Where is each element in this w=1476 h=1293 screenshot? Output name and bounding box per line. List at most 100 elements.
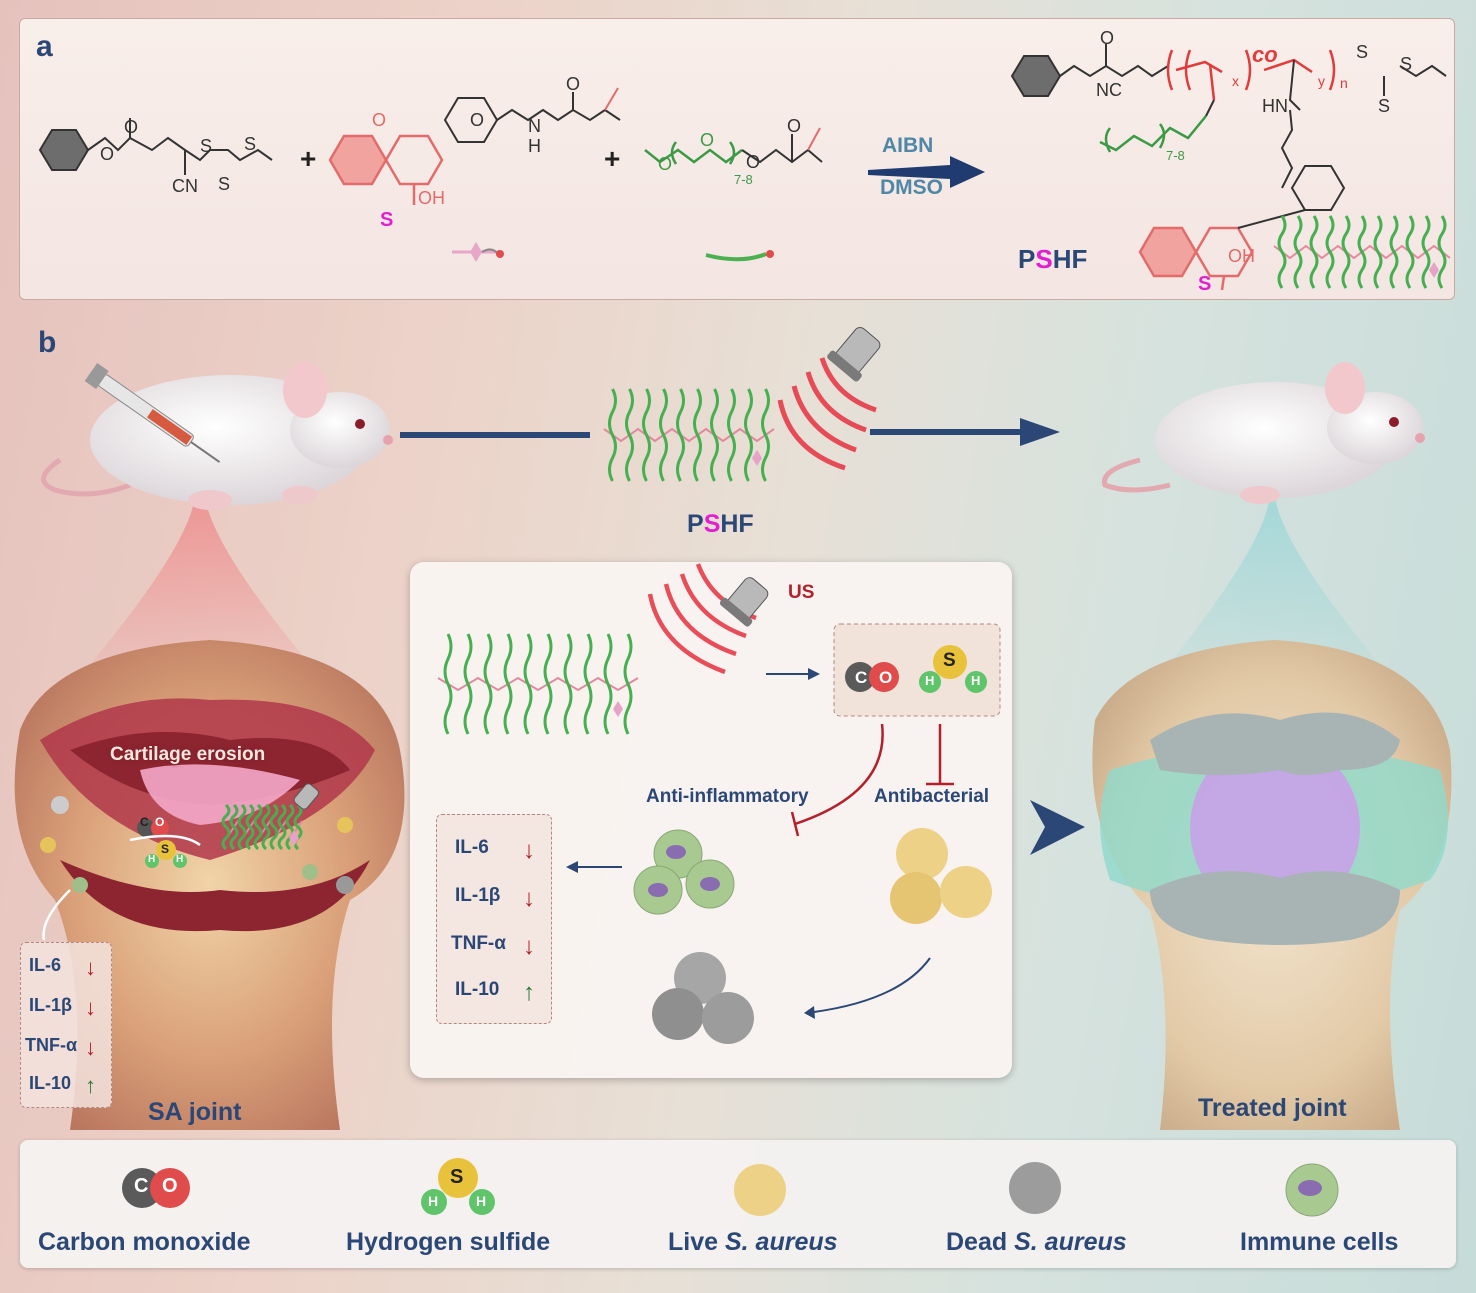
product-name-pshf: PSHF [1018,244,1087,274]
joint-co-c: C [140,815,149,829]
release-arrow [766,668,820,680]
raft-s3: S [244,134,256,154]
gas-box [833,623,1001,717]
brush-polymer-center [603,388,775,482]
synthesis-panel [19,18,1455,300]
condition-dmso: DMSO [880,176,943,199]
co-o-label: O [879,668,893,687]
treatment-illustration [14,326,1452,1130]
joint-release-arrow [129,834,201,847]
legend-co-o: O [162,1175,178,1197]
joint-co-o: O [155,815,165,829]
treated-mouse [1101,362,1425,504]
monomer-o2: O [470,110,484,130]
product-n: n [1340,75,1348,91]
raft-s1: S [200,136,212,156]
monomer-o3: O [566,74,580,94]
legend-live-bacteria-icon [734,1164,786,1216]
immune-cells-cluster [633,829,735,915]
joint-transition-arrow [1030,800,1085,855]
anti-inflammatory-label: Anti-inflammatory [646,786,809,807]
brush-polymer-joint [221,803,303,851]
co-molecule [845,662,899,692]
syringe-icon [84,362,221,463]
thioflavone-monomer [328,134,444,205]
product-s2: S [1378,96,1390,116]
peg-o4: O [787,116,801,136]
product-x: x [1232,73,1239,89]
product-oh: OH [1228,246,1255,266]
panel-b-letter: b [38,326,57,359]
peg-monomer [644,141,743,165]
peg-subscript: 7-8 [734,172,753,187]
legend-dead-bacteria-icon [1009,1162,1061,1214]
monomer-o1: O [372,110,386,130]
joint-cytokine-box: IL-6↓ IL-1β↓ TNF-α↓ IL-10↑ [20,942,112,1108]
monomer-s: S [380,209,393,231]
product-y: y [1318,73,1325,89]
raft-s2: S [218,174,230,194]
product-o: O [1100,28,1114,48]
raft-o1: O [124,117,138,137]
brush-polymer-mechanism [437,633,639,735]
antibacterial-inhibition [926,724,954,786]
joint-h2s-h1: H [148,854,156,865]
plus-sign-2: + [604,143,620,174]
product-subscript: 7-8 [1166,148,1185,163]
polymer-product [1010,44,1447,97]
infected-mouse [41,362,393,510]
legend-carbon-monoxide: Carbon monoxide [38,1228,251,1256]
brush-polymer-icon [1273,215,1451,289]
legend-icons [122,1158,1339,1217]
ultrasound-probe-icon-joint [293,783,319,810]
legend-immune-cell-icon [1285,1163,1339,1217]
panel-a-letter: a [36,30,53,63]
treated-joint-label: Treated joint [1198,1094,1347,1122]
antibacterial-label: Antibacterial [874,786,990,807]
peg-o3: O [746,152,760,172]
anti-inflammatory-inhibition [790,723,884,837]
monomer-symbol-icon [452,242,504,262]
h2s-s-label: S [943,650,956,671]
raft-o2: O [100,144,114,164]
product-name-p: P [1018,244,1035,274]
us-label: US [788,582,815,603]
joint-h2s-molecule [145,840,187,868]
product-hn: HN [1262,96,1288,116]
legend-h2s-s: S [450,1166,464,1188]
connector-arrow-right [870,418,1060,446]
joint-h2s-s: S [161,842,170,856]
synthesis-scheme: O O CN S S S + O O O N H OH S + O O O O [38,28,1451,300]
mechanism-diagram [437,563,1001,1044]
monomer-oh: OH [418,188,445,208]
monomer-n: N [528,116,541,136]
legend-h2s-h2: H [476,1193,487,1209]
dead-bacteria-cluster [652,952,754,1044]
condition-aibn: AIBN [882,134,933,157]
joint-h2s-h2: H [176,854,184,865]
product-name-hf: HF [1053,244,1088,274]
raft-agent [38,118,273,175]
cytokine-arrow [566,861,622,873]
product-co: co [1252,42,1278,67]
legend-immune-cells: Immune cells [1240,1228,1399,1256]
mechanism-cytokine-box: IL-6↓ IL-1β↓ TNF-α↓ IL-10↑ [436,814,552,1024]
infected-joint [14,640,405,1130]
product-s-ring: S [1198,273,1211,295]
ultrasound-probe-icon-top [827,326,881,382]
sa-joint-label: SA joint [148,1098,242,1126]
live-bacteria-cluster [890,828,992,924]
legend-panel [20,1140,1456,1268]
pshf-p: P [687,510,704,538]
treated-joint-illustration [1092,640,1452,1130]
legend-h2s-icon [421,1158,495,1215]
co-c-label: C [855,668,868,687]
product-s1: S [1356,42,1368,62]
product-nc: NC [1096,80,1122,100]
legend-co-c: C [134,1175,149,1197]
plus-sign-1: + [300,143,316,174]
right-cone [1140,495,1410,700]
kill-arrow [813,957,931,1013]
ultrasound-waves-top [777,357,877,471]
joint-cytokine-arrow [42,889,71,941]
